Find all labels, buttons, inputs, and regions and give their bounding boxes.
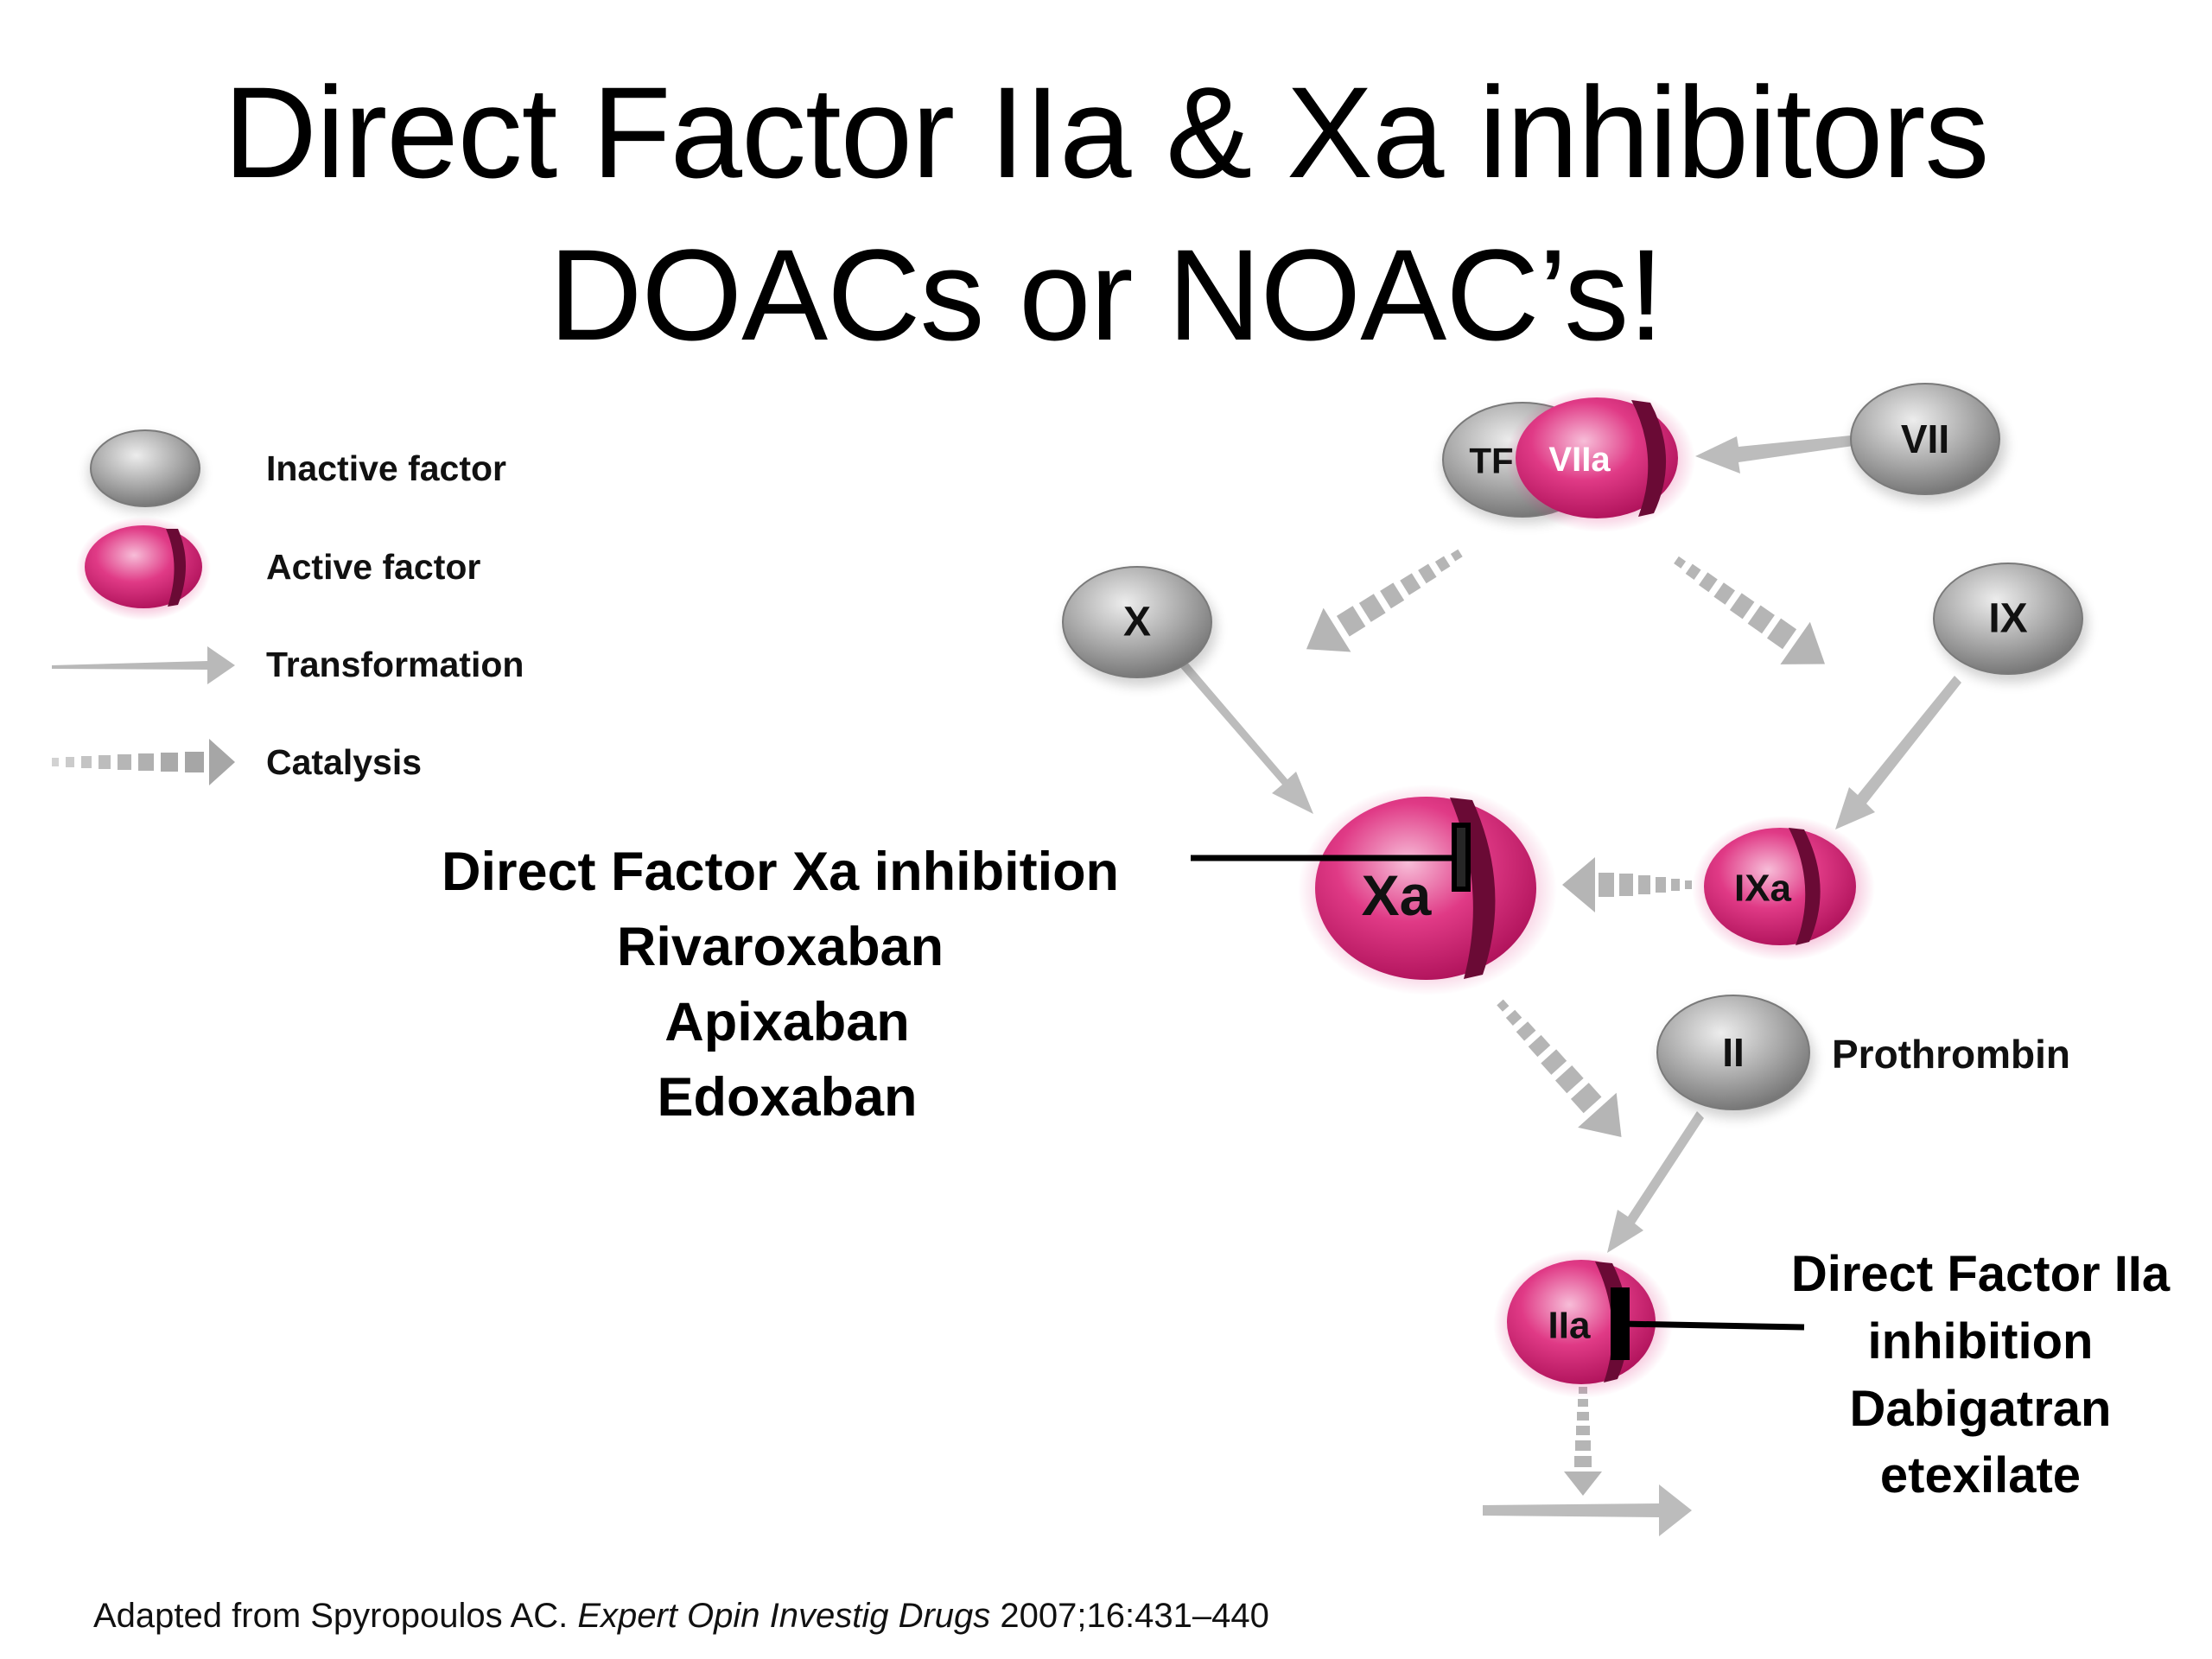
xa-inhibition-text: Direct Factor Xa inhibition Rivaroxaban … — [442, 842, 1119, 1128]
node-vii-label: VII — [1901, 416, 1949, 461]
xa-drug-1: Rivaroxaban — [617, 917, 944, 977]
citation-details: 2007;16:431–440 — [990, 1597, 1269, 1635]
node-ixa: IXa — [1692, 816, 1875, 961]
prothrombin-label: Prothrombin — [1832, 1032, 2070, 1077]
legend-transformation-label: Transformation — [266, 645, 524, 684]
iia-inhibition-text: Direct Factor IIa inhibition Dabigatran … — [1791, 1246, 2171, 1503]
iia-inhibition-line-2: inhibition — [1868, 1313, 2094, 1370]
node-viia: VIIa — [1505, 387, 1695, 532]
catalysis-viia-to-ixa — [1662, 538, 1840, 685]
node-ix: IX — [1934, 563, 2088, 683]
catalysis-viia-to-xa — [1293, 531, 1474, 671]
iia-inhibition-line-1: Direct Factor IIa — [1791, 1246, 2171, 1302]
catalysis-iia-to-fibrin — [1564, 1387, 1602, 1496]
node-x: X — [1063, 567, 1217, 686]
node-xa-label: Xa — [1362, 863, 1433, 927]
node-ii-label: II — [1722, 1030, 1745, 1075]
node-ixa-label: IXa — [1734, 868, 1792, 910]
node-ii: II — [1657, 995, 1815, 1118]
iia-inhibition-line-4: etexilate — [1880, 1447, 2081, 1503]
iia-inhibition-line-3: Dabigatran — [1850, 1381, 2112, 1437]
legend-catalysis-label: Catalysis — [266, 742, 422, 782]
legend-inactive-label: Inactive factor — [266, 448, 506, 488]
node-x-label: X — [1123, 600, 1151, 645]
arrow-vii-to-viia — [1695, 435, 1859, 474]
node-ix-label: IX — [1988, 596, 2027, 642]
node-viia-label: VIIa — [1548, 441, 1611, 479]
inactive-factor-icon — [88, 430, 202, 512]
node-vii: VII — [1851, 384, 2006, 503]
node-iia-label: IIa — [1548, 1305, 1591, 1347]
legend-active-label: Active factor — [266, 547, 480, 587]
arrow-ix-to-ixa — [1835, 676, 1961, 830]
citation-prefix: Adapted from Spyropoulos AC. — [93, 1597, 577, 1635]
citation-journal: Expert Opin Investig Drugs — [577, 1597, 990, 1635]
xa-drug-2: Apixaban — [664, 992, 910, 1052]
arrow-fibrin-output — [1483, 1484, 1692, 1536]
xa-inhibition-heading: Direct Factor Xa inhibition — [442, 842, 1119, 902]
legend: Inactive factor Active factor Transforma… — [52, 430, 524, 785]
active-factor-icon — [76, 517, 211, 620]
arrow-ii-to-iia — [1607, 1111, 1704, 1253]
transformation-arrow-icon — [52, 646, 235, 684]
xa-drug-3: Edoxaban — [657, 1067, 917, 1128]
node-xa: Xa — [1298, 785, 1557, 995]
source-citation: Adapted from Spyropoulos AC. Expert Opin… — [93, 1597, 1269, 1636]
arrow-x-to-xa — [1179, 660, 1313, 814]
catalysis-ixa-to-xa — [1562, 857, 1692, 912]
catalysis-xa-to-iia — [1481, 985, 1641, 1154]
catalysis-arrow-icon — [52, 739, 235, 785]
